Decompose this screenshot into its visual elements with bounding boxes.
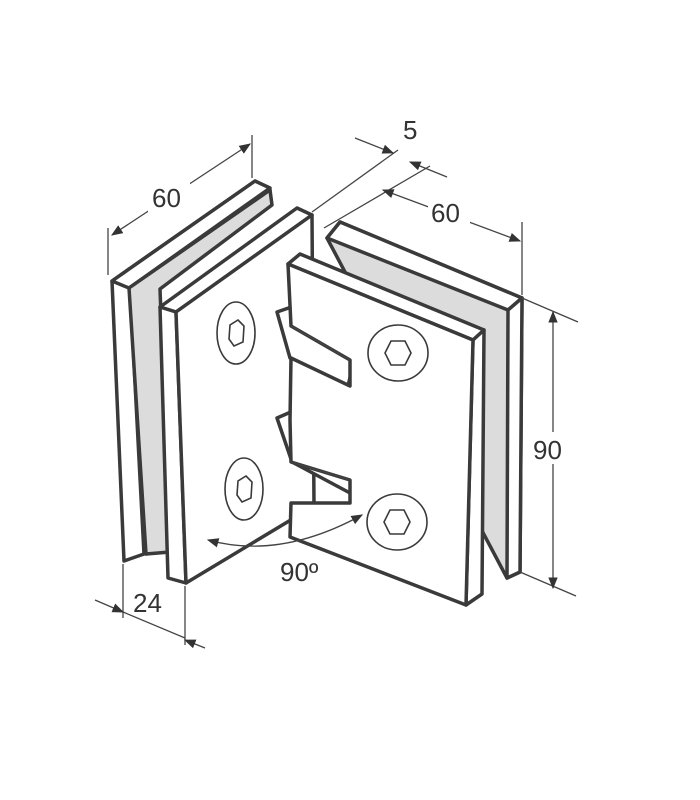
dimension-label-left-width: 60 <box>152 183 181 213</box>
dimension-label-thickness: 24 <box>133 588 162 618</box>
dimension-left-width: 60 <box>107 135 253 275</box>
dimension-label-angle: 90º <box>280 557 319 587</box>
dimension-right-width: 60 <box>381 189 523 295</box>
dimension-height: 90 <box>519 297 579 597</box>
right-clamp-plate <box>286 252 486 607</box>
dimension-thickness: 24 <box>94 564 206 649</box>
dimension-gap: 5 <box>311 115 448 229</box>
dimension-angle: 90º <box>206 514 364 587</box>
dimension-label-height: 90 <box>533 435 562 465</box>
dimension-label-right-width: 60 <box>431 198 460 228</box>
dimension-label-gap: 5 <box>403 115 417 145</box>
